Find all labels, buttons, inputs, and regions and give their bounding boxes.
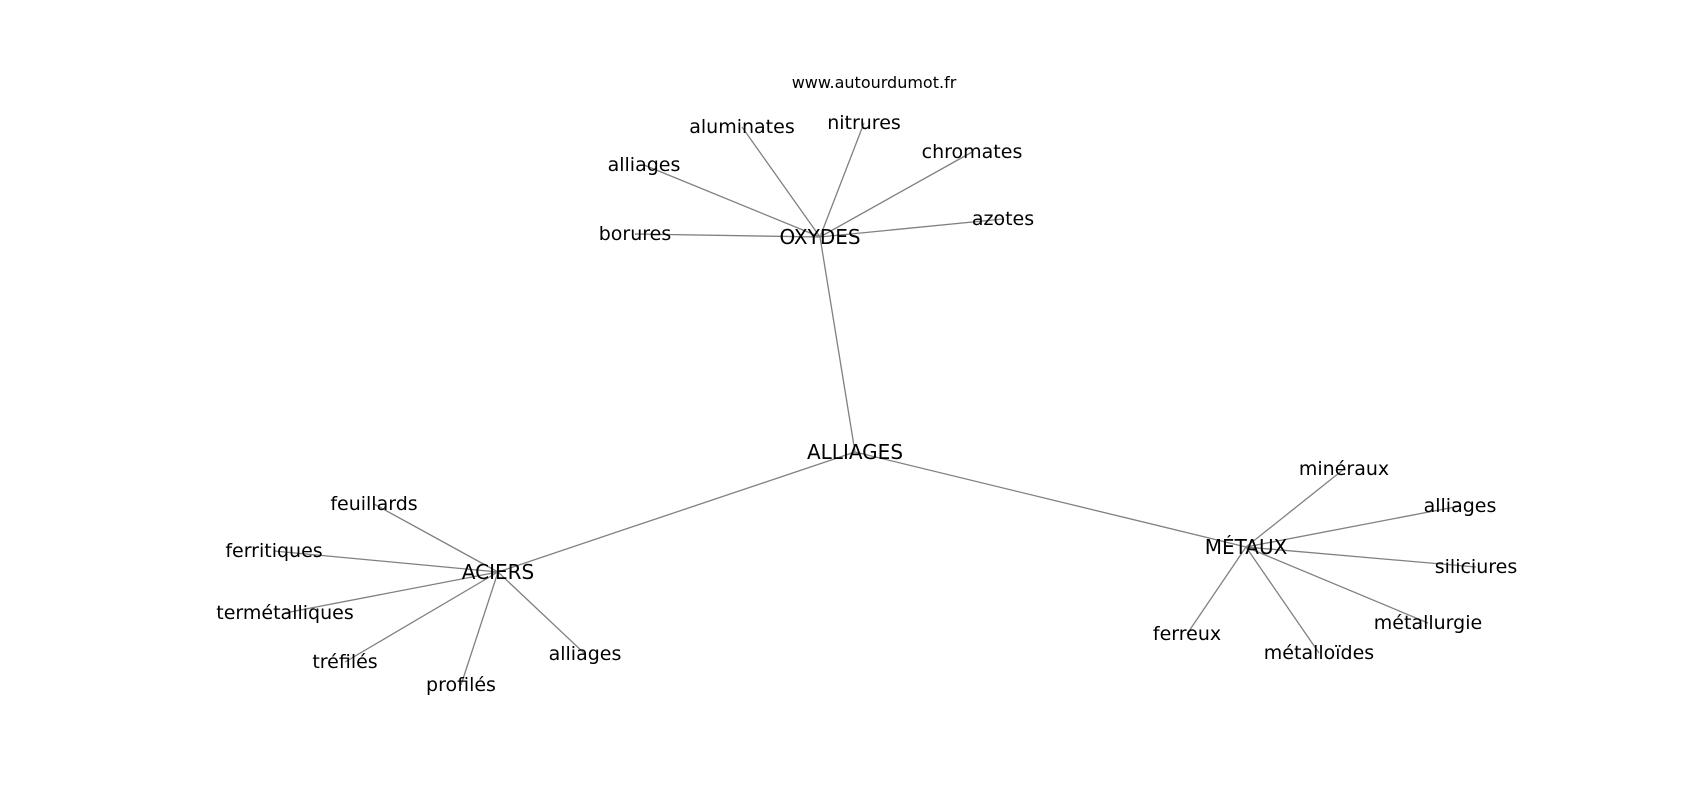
node-leaf-aciers-ferritiques[interactable]: ferritiques bbox=[225, 540, 322, 562]
edge-root-metaux bbox=[854, 451, 1247, 548]
node-leaf-aciers-feuillards[interactable]: feuillards bbox=[330, 493, 417, 515]
edge-metaux-ferreux bbox=[1186, 546, 1247, 635]
node-hub-oxydes[interactable]: OXYDES bbox=[779, 225, 860, 249]
site-label[interactable]: www.autourdumot.fr bbox=[792, 73, 957, 92]
node-leaf-oxydes-aluminates[interactable]: aluminates bbox=[689, 116, 794, 138]
edge-aciers-feuillards bbox=[373, 503, 499, 573]
node-leaf-metaux-siliciures[interactable]: siliciures bbox=[1435, 556, 1518, 578]
labels-layer: www.autourdumot.fr ALLIAGES OXYDES borures… bbox=[216, 73, 1517, 696]
edge-oxydes-nitrures bbox=[819, 122, 865, 238]
node-leaf-aciers-profiles[interactable]: profilés bbox=[426, 674, 496, 696]
node-hub-metaux[interactable]: MÉTAUX bbox=[1205, 535, 1288, 559]
node-leaf-metaux-metallurgie[interactable]: métallurgie bbox=[1374, 612, 1482, 634]
edge-metaux-siliciures bbox=[1245, 546, 1477, 568]
edge-aciers-alliages bbox=[497, 571, 586, 655]
node-leaf-oxydes-borures[interactable]: borures bbox=[599, 223, 672, 245]
edge-aciers-trefiles bbox=[344, 571, 499, 663]
edge-aciers-ferritiques bbox=[273, 550, 499, 573]
node-leaf-aciers-trefiles[interactable]: tréfilés bbox=[312, 651, 377, 673]
edge-root-oxydes bbox=[819, 236, 856, 453]
node-leaf-metaux-ferreux[interactable]: ferreux bbox=[1153, 623, 1221, 645]
edge-metaux-metalloides bbox=[1245, 546, 1320, 654]
node-leaf-metaux-metalloides[interactable]: métalloïdes bbox=[1264, 642, 1374, 664]
edge-oxydes-alliages bbox=[643, 164, 821, 238]
edge-metaux-alliages bbox=[1245, 505, 1461, 548]
edge-aciers-profiles bbox=[460, 571, 499, 686]
edge-metaux-metallurgie bbox=[1245, 546, 1429, 624]
node-leaf-oxydes-nitrures[interactable]: nitrures bbox=[827, 112, 901, 134]
node-leaf-oxydes-chromates[interactable]: chromates bbox=[922, 141, 1023, 163]
node-hub-aciers[interactable]: ACIERS bbox=[462, 560, 534, 584]
edge-oxydes-azotes bbox=[819, 218, 1004, 238]
edge-oxydes-chromates bbox=[819, 151, 973, 238]
node-leaf-oxydes-azotes[interactable]: azotes bbox=[972, 208, 1034, 230]
node-leaf-aciers-termetalliques[interactable]: termétalliques bbox=[216, 602, 353, 624]
edge-oxydes-borures bbox=[634, 233, 821, 238]
node-leaf-oxydes-alliages[interactable]: alliages bbox=[608, 154, 681, 176]
edges-layer bbox=[273, 122, 1477, 686]
node-root-alliages[interactable]: ALLIAGES bbox=[807, 440, 903, 464]
node-leaf-aciers-alliages[interactable]: alliages bbox=[549, 643, 622, 665]
node-leaf-metaux-alliages[interactable]: alliages bbox=[1424, 495, 1497, 517]
edge-root-aciers bbox=[497, 451, 856, 573]
edge-metaux-mineraux bbox=[1245, 468, 1345, 548]
node-leaf-metaux-mineraux[interactable]: minéraux bbox=[1299, 458, 1389, 480]
edge-aciers-termetalliques bbox=[284, 571, 499, 614]
edge-oxydes-aluminates bbox=[741, 126, 821, 238]
